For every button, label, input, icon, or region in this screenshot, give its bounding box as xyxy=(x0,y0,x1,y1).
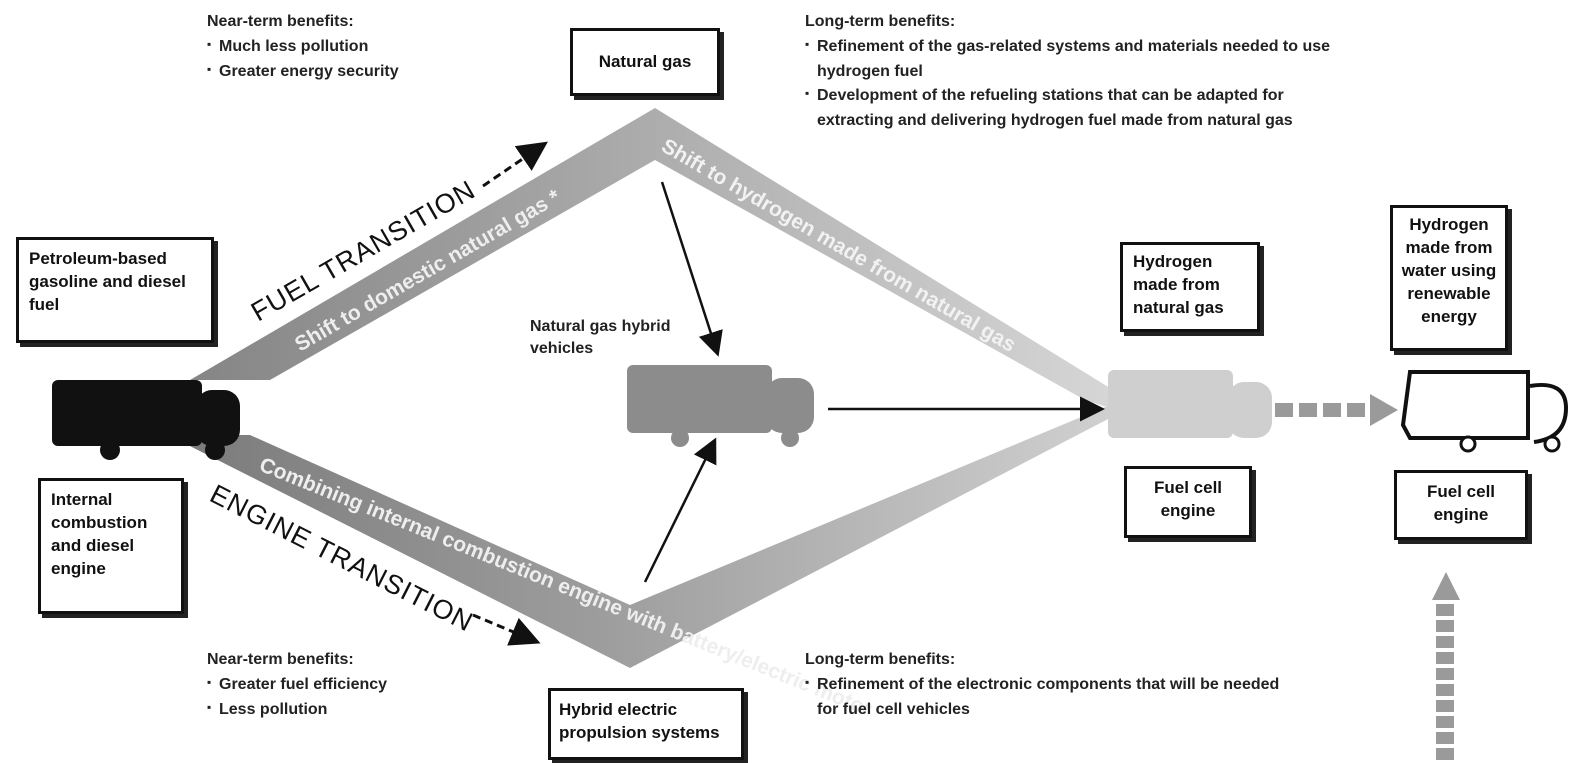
fuel-cell-engine-box-2: Fuel cell engine xyxy=(1394,470,1528,540)
engine-transition-band xyxy=(168,405,1110,668)
hydrogen-natural-gas-text: Hydrogen made from natural gas xyxy=(1133,252,1224,317)
renewable-truck-icon xyxy=(1400,370,1569,453)
hybrid-propulsion-to-hybrid-arrow xyxy=(643,437,717,583)
ice-engine-box: Internal combustion and diesel engine xyxy=(38,478,184,614)
hybrid-truck-icon xyxy=(627,365,814,447)
hybrid-propulsion-box: Hybrid electric propulsion systems xyxy=(548,688,744,760)
hydrogen-renewable-box: Hydrogen made from water using renewable… xyxy=(1390,205,1508,351)
natural-gas-to-hybrid-arrow xyxy=(660,181,723,357)
near-term-benefits-top-heading: Near-term benefits: xyxy=(207,13,354,30)
to-renewable-dashed-arrow xyxy=(1275,394,1398,426)
fuel-cell-truck-icon xyxy=(1108,370,1272,438)
fuel-cell-engine-box-1: Fuel cell engine xyxy=(1124,466,1252,538)
fuel-cell-engine-text-2: Fuel cell engine xyxy=(1426,482,1496,524)
long-term-benefits-bottom: Long-term benefits: Refinement of the el… xyxy=(805,648,1285,722)
long-term-benefits-top: Long-term benefits: Refinement of the ga… xyxy=(805,10,1345,134)
benefit-item: Greater fuel efficiency xyxy=(207,673,487,698)
petroleum-fuel-box: Petroleum-based gasoline and diesel fuel xyxy=(16,237,214,343)
long-term-benefits-top-heading: Long-term benefits: xyxy=(805,13,956,30)
benefit-item: Less pollution xyxy=(207,698,487,723)
shift-hydrogen-label: Shift to hydrogen made from natural gas xyxy=(658,134,1020,356)
near-term-benefits-bottom: Near-term benefits: Greater fuel efficie… xyxy=(207,648,487,722)
upward-dashed-arrow xyxy=(1432,572,1460,760)
hybrid-propulsion-text: Hybrid electric propulsion systems xyxy=(559,700,720,742)
ice-engine-text: Internal combustion and diesel engine xyxy=(51,490,148,578)
benefit-item: Greater energy security xyxy=(207,60,487,85)
hydrogen-natural-gas-box: Hydrogen made from natural gas xyxy=(1120,242,1260,332)
fuel-cell-engine-text-1: Fuel cell engine xyxy=(1153,478,1223,520)
natural-gas-box: Natural gas xyxy=(570,28,720,96)
benefit-item: Much less pollution xyxy=(207,35,487,60)
hydrogen-renewable-text: Hydrogen made from water using renewable… xyxy=(1401,215,1497,326)
near-term-benefits-top: Near-term benefits: Much less pollution … xyxy=(207,10,487,84)
petroleum-fuel-text: Petroleum-based gasoline and diesel fuel xyxy=(29,249,186,314)
near-term-benefits-bottom-heading: Near-term benefits: xyxy=(207,651,354,668)
ng-hybrid-vehicles-label: Natural gas hybrid vehicles xyxy=(530,318,671,357)
benefit-item: Development of the refueling stations th… xyxy=(805,84,1345,134)
benefit-item: Refinement of the gas-related systems an… xyxy=(805,35,1345,85)
long-term-benefits-bottom-heading: Long-term benefits: xyxy=(805,651,956,668)
natural-gas-text: Natural gas xyxy=(598,52,692,71)
petroleum-truck-icon xyxy=(52,380,240,460)
benefit-item: Refinement of the electronic components … xyxy=(805,673,1285,723)
engine-transition-arrow xyxy=(472,613,541,646)
